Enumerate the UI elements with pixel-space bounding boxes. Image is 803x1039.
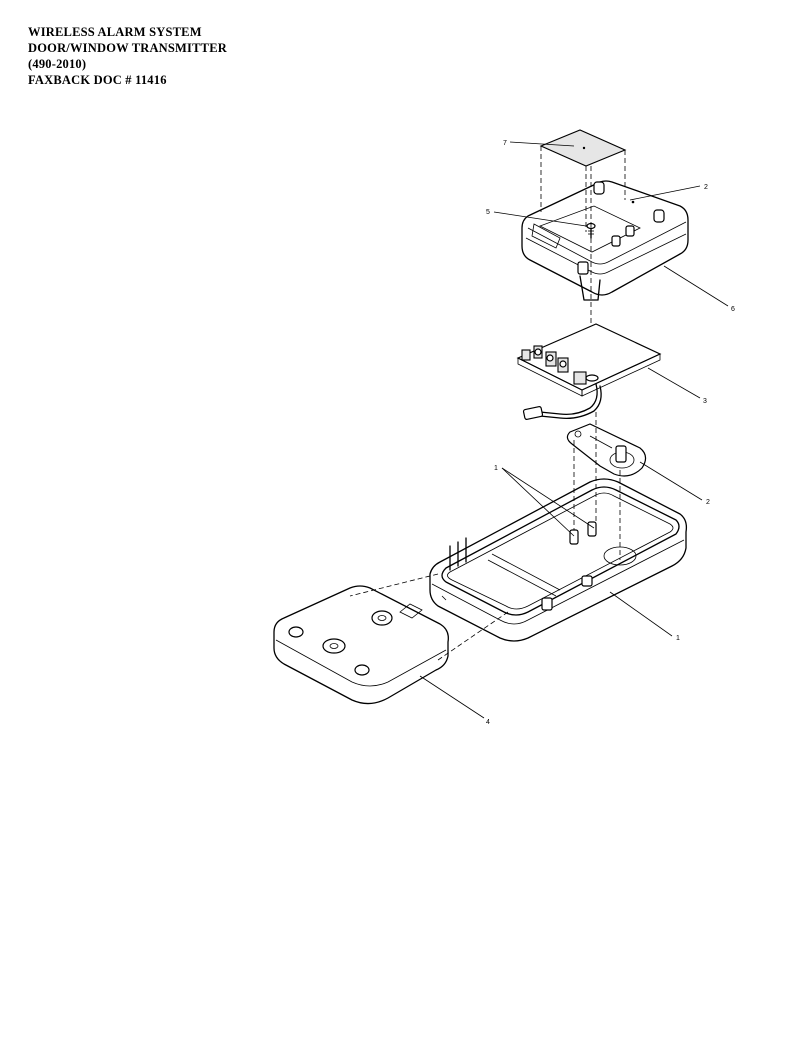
callout-2-bracket: 2 bbox=[706, 499, 710, 506]
top-cover-part bbox=[521, 180, 689, 301]
battery-part bbox=[539, 129, 627, 232]
callout-1-posts: 1 bbox=[494, 465, 498, 472]
base-housing-part bbox=[429, 478, 688, 642]
leader-line bbox=[501, 467, 575, 537]
callout-2-cover: 2 bbox=[704, 184, 708, 191]
title-line-2: DOOR/WINDOW TRANSMITTER bbox=[28, 41, 227, 55]
callout-6: 6 bbox=[731, 306, 735, 313]
reed-bracket-part bbox=[566, 423, 647, 477]
leader-line bbox=[663, 265, 729, 307]
leader-line bbox=[501, 467, 595, 529]
callout-3: 3 bbox=[703, 398, 707, 405]
callout-1-base: 1 bbox=[676, 635, 680, 642]
leader-line bbox=[629, 185, 701, 201]
model-number: (490-2010) bbox=[28, 57, 87, 71]
circuit-board-part bbox=[516, 323, 662, 397]
title-line-1: WIRELESS ALARM SYSTEM bbox=[28, 25, 202, 39]
document-header: WIRELESS ALARM SYSTEM DOOR/WINDOW TRANSM… bbox=[28, 24, 227, 88]
callout-4: 4 bbox=[486, 719, 490, 726]
leader-line bbox=[609, 591, 673, 637]
alignment-line bbox=[349, 573, 439, 597]
alignment-line bbox=[437, 611, 509, 661]
leader-line bbox=[493, 211, 587, 227]
mounting-plate-part bbox=[273, 585, 449, 705]
leader-line bbox=[419, 675, 485, 719]
leader-line bbox=[639, 461, 703, 501]
wire-lead-part bbox=[522, 383, 602, 420]
leader-line bbox=[647, 367, 701, 399]
leader-line bbox=[509, 141, 575, 147]
callout-7: 7 bbox=[503, 140, 507, 147]
faxback-doc-number: FAXBACK DOC # 11416 bbox=[28, 73, 167, 87]
callout-5: 5 bbox=[486, 209, 490, 216]
